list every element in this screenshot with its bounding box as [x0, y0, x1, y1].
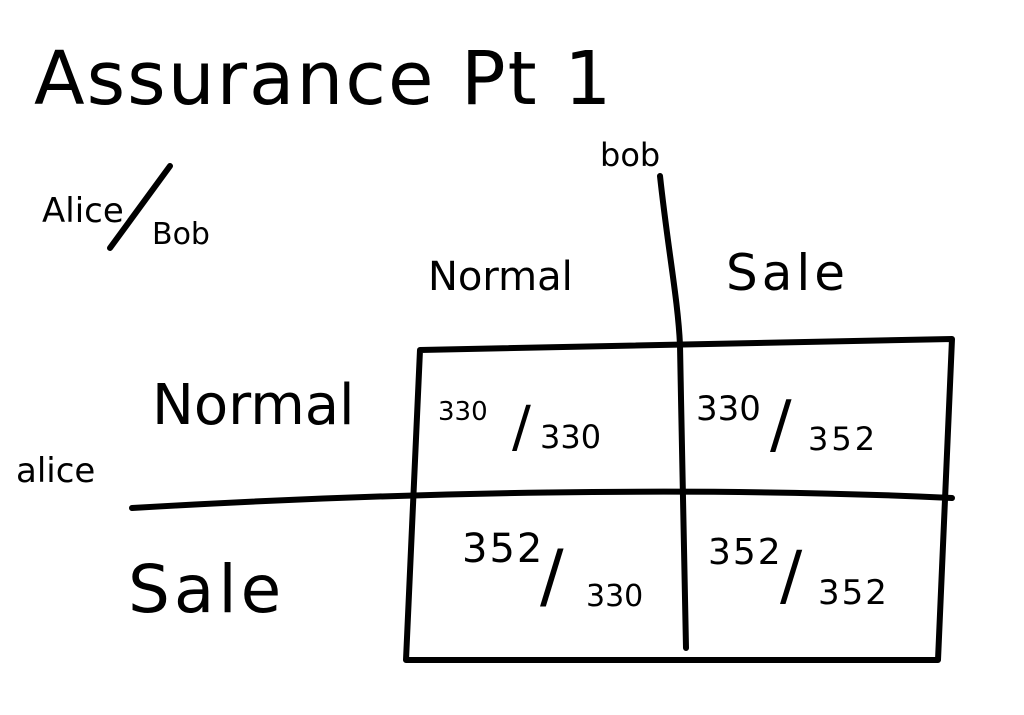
column-header-normal: Normal	[428, 254, 573, 300]
page-title: Assurance Pt 1	[34, 36, 613, 122]
row-header-normal: Normal	[152, 373, 355, 438]
cell-normal-sale-bob-payoff: 352	[808, 420, 878, 458]
row-player-label: alice	[16, 451, 95, 491]
cell-sale-normal-alice-payoff: 352	[462, 526, 544, 572]
cell-normal-normal-alice-payoff: 330	[438, 397, 488, 427]
cell-normal-sale-slash: /	[770, 388, 792, 462]
cell-sale-sale-alice-payoff: 352	[708, 532, 783, 573]
table-outer-border	[403, 336, 955, 663]
cell-sale-sale-bob-payoff: 352	[818, 573, 889, 613]
column-player-label: bob	[600, 136, 660, 174]
cell-sale-sale-slash: /	[780, 537, 803, 614]
cell-sale-normal-bob-payoff: 330	[586, 579, 643, 614]
corner-col-player-label: Bob	[152, 217, 210, 252]
corner-row-player-label: Alice	[42, 191, 124, 231]
cell-normal-sale-alice-payoff: 330	[696, 389, 761, 429]
cell-sale-normal-slash: /	[540, 535, 564, 617]
vertical-divider-line	[657, 173, 689, 651]
cell-normal-normal-slash: /	[512, 395, 531, 460]
row-header-sale: Sale	[128, 551, 285, 628]
horizontal-divider-line	[129, 488, 955, 511]
column-header-sale: Sale	[726, 244, 849, 302]
cell-normal-normal-bob-payoff: 330	[540, 418, 601, 456]
corner-slash	[107, 163, 173, 251]
